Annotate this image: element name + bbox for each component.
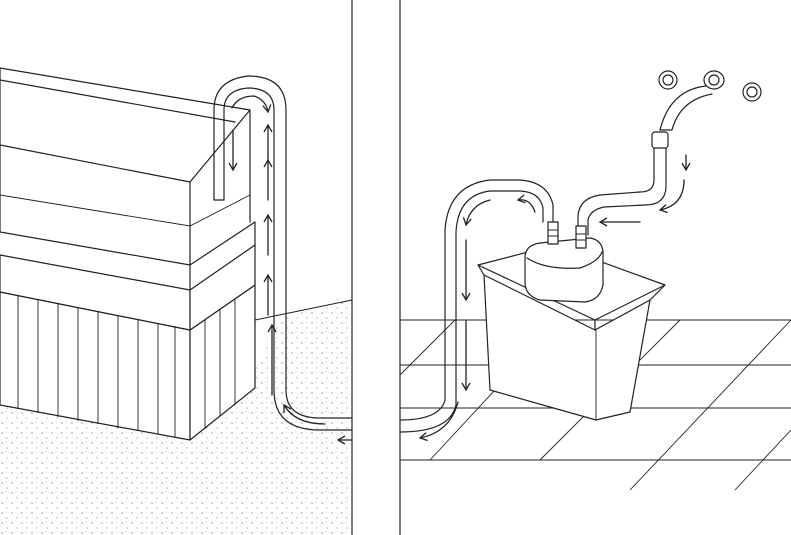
right-panel	[399, 0, 791, 535]
drain-hose	[399, 179, 554, 433]
left-panel	[0, 0, 353, 535]
flow-arrows-right	[418, 154, 691, 442]
floor-left	[0, 300, 352, 535]
siphon-tube-left	[213, 75, 353, 431]
flow-arrows-left	[228, 95, 353, 445]
faucet-hose	[577, 147, 667, 236]
pump-unit	[524, 221, 604, 303]
wall-floor-line	[254, 299, 353, 321]
aquarium-tank	[0, 67, 251, 266]
wall-faucet	[651, 70, 762, 149]
aquarium-stand	[0, 221, 256, 441]
